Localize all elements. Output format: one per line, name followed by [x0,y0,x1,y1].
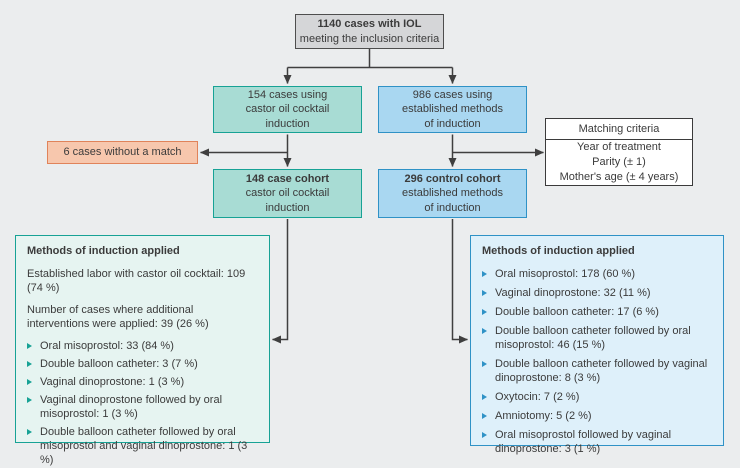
bullet-triangle-icon [482,309,487,316]
bullet-triangle-icon [482,328,487,335]
bullet-triangle-icon [482,271,487,278]
induction-method-item: Amniotomy: 5 (2 %) [482,410,712,424]
induction-method-text: Oral misoprostol: 33 (84 %) [40,339,174,352]
methods-left-list: Oral misoprostol: 33 (84 %) Double ballo… [27,340,258,468]
inclusion-box-count: 1140 cases with IOL [317,17,422,30]
methods-left-title: Methods of induction applied [27,245,180,257]
bullet-triangle-icon [482,361,487,368]
methods-applied-control-box: Methods of induction applied Oral misopr… [470,235,724,455]
bullet-triangle-icon [27,361,32,368]
control-cohort-count: 296 control cohort [404,172,501,185]
induction-method-text: Oxytocin: 7 (2 %) [495,390,580,403]
matching-criteria-list: Year of treatment Parity (± 1) Mother's … [559,141,679,183]
arrow-to-methods-left [272,219,289,344]
induction-method-item: Double balloon catheter: 17 (6 %) [482,306,712,320]
induction-method-item: Double balloon catheter followed by vagi… [482,358,712,386]
control-cohort-box: 296 control cohort established methods o… [378,169,527,218]
case-cohort-count: 148 case cohort [245,172,330,185]
bullet-triangle-icon [482,394,487,401]
bullet-triangle-icon [482,432,487,439]
bullet-triangle-icon [27,429,32,436]
case-cohort-box: 148 case cohort castor oil cocktail indu… [213,169,362,218]
induction-method-text: Double balloon catheter: 3 (7 %) [40,357,198,370]
methods-left-additional-interventions: Number of cases where additional interve… [27,303,209,330]
castor-group-box: 154 cases using castor oil cocktail indu… [213,86,362,133]
methods-right-title: Methods of induction applied [482,245,635,257]
control-cohort-caption: established methods of induction [402,187,503,214]
induction-method-item: Oral misoprostol: 178 (60 %) [482,268,712,282]
arrow-to-methods-right [451,219,468,344]
induction-method-text: Vaginal dinoprostone: 32 (11 %) [495,286,651,299]
bullet-triangle-icon [482,413,487,420]
induction-method-item: Double balloon catheter followed by oral… [482,325,712,353]
induction-method-text: Double balloon catheter: 17 (6 %) [495,305,659,318]
matching-criteria-title: Matching criteria [546,119,692,140]
induction-method-item: Vaginal dinoprostone: 32 (11 %) [482,287,712,301]
induction-method-text: Double balloon catheter followed by oral… [495,324,691,351]
induction-method-item: Oral misoprostol: 33 (84 %) [27,340,258,354]
induction-method-item: Oxytocin: 7 (2 %) [482,391,712,405]
induction-method-item: Vaginal dinoprostone: 1 (3 %) [27,376,258,390]
no-match-box: 6 cases without a match [47,141,198,164]
induction-method-text: Amniotomy: 5 (2 %) [495,409,592,422]
induction-method-item: Vaginal dinoprostone followed by oral mi… [27,394,258,422]
connector-top-split [287,49,453,69]
methods-left-established-labor: Established labor with castor oil cockta… [27,267,246,294]
matching-criteria-box: Matching criteria Year of treatment Pari… [545,118,693,186]
established-group-box: 986 cases using established methods of i… [378,86,527,133]
methods-applied-case-box: Methods of induction applied Established… [15,235,270,466]
induction-method-text: Oral misoprostol: 178 (60 %) [495,267,635,280]
induction-method-text: Vaginal dinoprostone followed by oral mi… [40,393,223,420]
induction-method-item: Double balloon catheter: 3 (7 %) [27,358,258,372]
bullet-triangle-icon [27,397,32,404]
inclusion-box: 1140 cases with IOL meeting the inclusio… [295,14,444,49]
induction-method-item: Oral misoprostol followed by vaginal din… [482,429,712,457]
methods-right-list: Oral misoprostol: 178 (60 %) Vaginal din… [482,268,712,457]
induction-method-text: Vaginal dinoprostone: 1 (3 %) [40,375,185,388]
induction-method-text: Oral misoprostol followed by vaginal din… [495,428,672,455]
bullet-triangle-icon [482,290,487,297]
induction-method-text: Double balloon catheter followed by vagi… [495,357,708,384]
bullet-triangle-icon [27,379,32,386]
induction-method-item: Double balloon catheter followed by oral… [27,426,258,468]
bullet-triangle-icon [27,343,32,350]
inclusion-box-caption: meeting the inclusion criteria [299,32,440,45]
case-cohort-caption: castor oil cocktail induction [245,187,330,214]
